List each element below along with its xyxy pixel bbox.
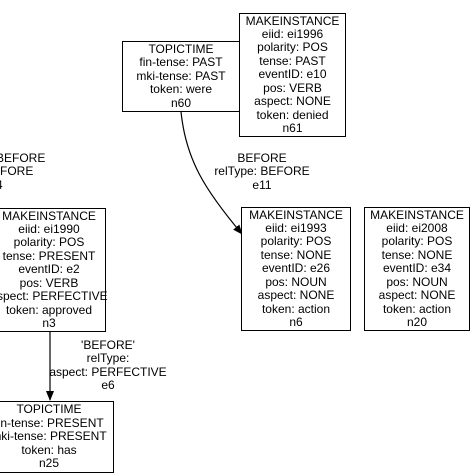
node-id: n61	[282, 120, 303, 135]
node-field: polarity: POS	[381, 234, 453, 249]
node-field: eventID: e10	[258, 67, 327, 82]
node-field: eiid: ei1996	[261, 27, 324, 42]
node-field: aspect: NONE	[378, 288, 456, 303]
node-field: fin-tense: PAST	[139, 55, 223, 70]
node-field: eiid: ei1990	[18, 222, 80, 237]
node-field: mki-tense: PAST	[136, 68, 226, 83]
node-field: eventID: e2	[18, 262, 80, 277]
edge-label-line: aspect: PERFECTIVE	[49, 364, 167, 379]
node-id: n20	[406, 314, 428, 329]
node-title: TOPICTIME	[16, 402, 82, 417]
node-field: aspect: PERFECTIVE	[0, 289, 108, 304]
makeinstance-node-n61: MAKEINSTANCE eiid: ei1996 polarity: POS …	[239, 13, 346, 137]
node-field: tense: NONE	[260, 247, 332, 262]
node-field: pos: NOUN	[386, 274, 448, 289]
node-field: eiid: ei2008	[386, 221, 448, 236]
node-field: polarity: POS	[257, 40, 328, 55]
edge-label-e6: 'BEFORE' relType: aspect: PERFECTIVE e6	[46, 338, 170, 393]
node-title: MAKEINSTANCE	[245, 13, 340, 28]
edge-n60-to-n6	[180, 111, 243, 235]
topictime-node-n25: TOPICTIME fin-tense: PRESENT mki-tense: …	[0, 401, 114, 473]
node-field: mki-tense: PRESENT	[0, 429, 107, 444]
node-title: MAKEINSTANCE	[2, 208, 96, 223]
node-field: fin-tense: PRESENT	[0, 415, 104, 430]
node-id: n3	[42, 315, 56, 330]
node-field: token: were	[149, 82, 213, 97]
topictime-node-n60: TOPICTIME fin-tense: PAST mki-tense: PAS…	[122, 41, 240, 112]
edge-label-line: BEFORE	[237, 151, 287, 165]
node-id: n25	[38, 456, 60, 471]
node-field: token: action	[261, 301, 331, 316]
edge-label-offscreen: BEFORE BEFORE 4	[0, 151, 76, 192]
edge-label-line: relType:	[86, 351, 130, 366]
edge-label-e11: BEFORE relType: BEFORE e11	[208, 151, 316, 192]
node-field: token: denied	[256, 107, 329, 122]
node-field: aspect: NONE	[257, 288, 335, 303]
node-id: n6	[289, 314, 303, 329]
node-field: token: action	[382, 301, 452, 316]
edge-label-line: 4	[0, 178, 76, 192]
edge-label-line: 'BEFORE'	[81, 338, 135, 352]
node-id: n60	[170, 95, 192, 110]
node-field: pos: VERB	[19, 275, 79, 290]
edge-label-line: relType: BEFORE	[214, 164, 310, 179]
node-title: TOPICTIME	[148, 41, 214, 56]
node-title: MAKEINSTANCE	[370, 207, 464, 222]
node-field: pos: NOUN	[265, 274, 327, 289]
node-field: polarity: POS	[13, 235, 85, 250]
node-field: polarity: POS	[260, 234, 332, 249]
node-field: tense: PAST	[259, 53, 326, 68]
edge-label-line: e6	[101, 378, 115, 393]
node-field: tense: NONE	[381, 247, 453, 262]
makeinstance-node-n3: MAKEINSTANCE eiid: ei1990 polarity: POS …	[0, 208, 108, 332]
node-field: token: approved	[5, 302, 93, 317]
makeinstance-node-n6: MAKEINSTANCE eiid: ei1993 polarity: POS …	[241, 207, 351, 331]
node-field: eventID: e34	[382, 261, 452, 276]
makeinstance-node-n20: MAKEINSTANCE eiid: ei2008 polarity: POS …	[364, 207, 470, 331]
node-field: pos: VERB	[263, 80, 322, 95]
node-field: eiid: ei1993	[265, 221, 327, 236]
node-field: eventID: e26	[261, 261, 331, 276]
edge-label-line: BEFORE	[0, 151, 46, 165]
node-field: token: has	[21, 442, 77, 457]
edge-label-line: e11	[252, 177, 272, 192]
node-field: aspect: NONE	[254, 94, 331, 109]
node-title: MAKEINSTANCE	[249, 207, 343, 222]
edge-label-line: BEFORE	[0, 164, 34, 179]
node-field: tense: PRESENT	[2, 248, 96, 263]
